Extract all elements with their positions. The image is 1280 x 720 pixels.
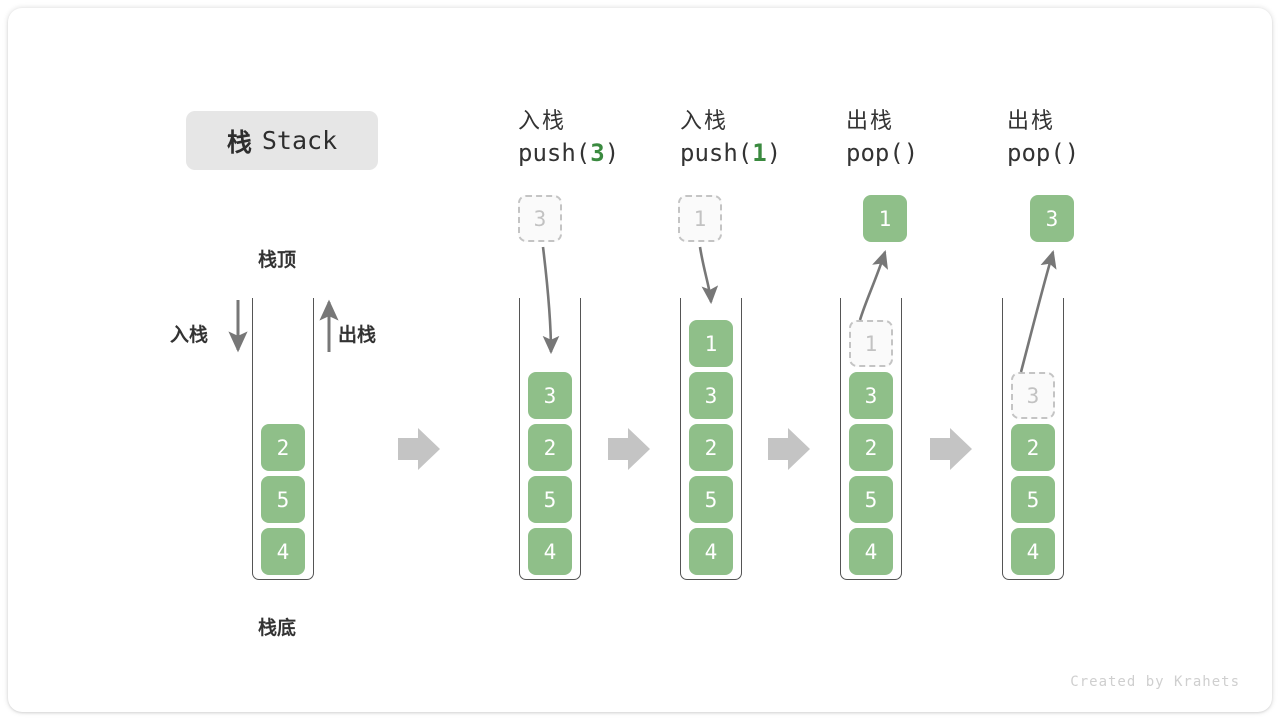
step-header-pop-1: 出栈 pop()	[846, 106, 1026, 170]
code-suffix: )	[1064, 139, 1080, 167]
stack-cell: 5	[528, 476, 572, 523]
floating-element: 3	[518, 195, 562, 242]
stack-cell: 1	[689, 320, 733, 367]
stack-title-badge: 栈 Stack	[186, 111, 378, 170]
stack-cell: 4	[261, 528, 305, 575]
step-op-cn: 入栈	[518, 108, 567, 133]
code-suffix: )	[604, 139, 620, 167]
stack-cell: 2	[528, 424, 572, 471]
stack-cell: 5	[849, 476, 893, 523]
stack-cell: 4	[849, 528, 893, 575]
label-push-left: 入栈	[170, 325, 209, 346]
stack-container-push-3	[519, 298, 581, 580]
floating-element: 1	[678, 195, 722, 242]
step-op-code: push(3)	[518, 136, 698, 170]
step-header-push-3: 入栈 push(3)	[518, 106, 698, 170]
label-pop-left: 出栈	[338, 325, 377, 346]
stack-cell: 3	[528, 372, 572, 419]
stack-container-pop-1	[840, 298, 902, 580]
code-prefix: push(	[518, 139, 591, 167]
label-stack-bottom: 栈底	[258, 618, 297, 639]
stack-cell: 3	[849, 372, 893, 419]
code-prefix: push(	[680, 139, 753, 167]
code-suffix: )	[766, 139, 782, 167]
stack-cell: 5	[261, 476, 305, 523]
stack-cell: 2	[689, 424, 733, 471]
code-prefix: pop(	[1007, 139, 1065, 167]
step-op-cn: 出栈	[846, 108, 895, 133]
stack-cell: 1	[849, 320, 893, 367]
stack-container-initial	[252, 298, 314, 580]
floating-element: 1	[863, 195, 907, 242]
stack-cell: 2	[1011, 424, 1055, 471]
code-arg: 1	[752, 139, 767, 167]
stack-cell: 4	[528, 528, 572, 575]
code-arg: 3	[590, 139, 605, 167]
step-header-pop-2: 出栈 pop()	[1007, 106, 1187, 170]
stack-cell: 2	[849, 424, 893, 471]
stack-cell: 2	[261, 424, 305, 471]
stack-container-push-1	[680, 298, 742, 580]
label-stack-top: 栈顶	[258, 250, 297, 271]
code-suffix: )	[903, 139, 919, 167]
step-op-code: pop()	[846, 136, 1026, 170]
step-op-code: push(1)	[680, 136, 860, 170]
step-op-cn: 入栈	[680, 108, 729, 133]
stack-cell: 5	[689, 476, 733, 523]
stack-container-pop-2	[1002, 298, 1064, 580]
watermark: Created by Krahets	[1070, 674, 1240, 690]
stack-cell: 5	[1011, 476, 1055, 523]
floating-element: 3	[1030, 195, 1074, 242]
step-op-cn: 出栈	[1007, 108, 1056, 133]
stack-cell: 3	[689, 372, 733, 419]
step-op-code: pop()	[1007, 136, 1187, 170]
code-prefix: pop(	[846, 139, 904, 167]
title-cn: 栈	[226, 128, 253, 157]
stack-cell: 3	[1011, 372, 1055, 419]
title-en: Stack	[261, 126, 338, 155]
step-header-push-1: 入栈 push(1)	[680, 106, 860, 170]
stack-cell: 4	[1011, 528, 1055, 575]
stack-cell: 4	[689, 528, 733, 575]
